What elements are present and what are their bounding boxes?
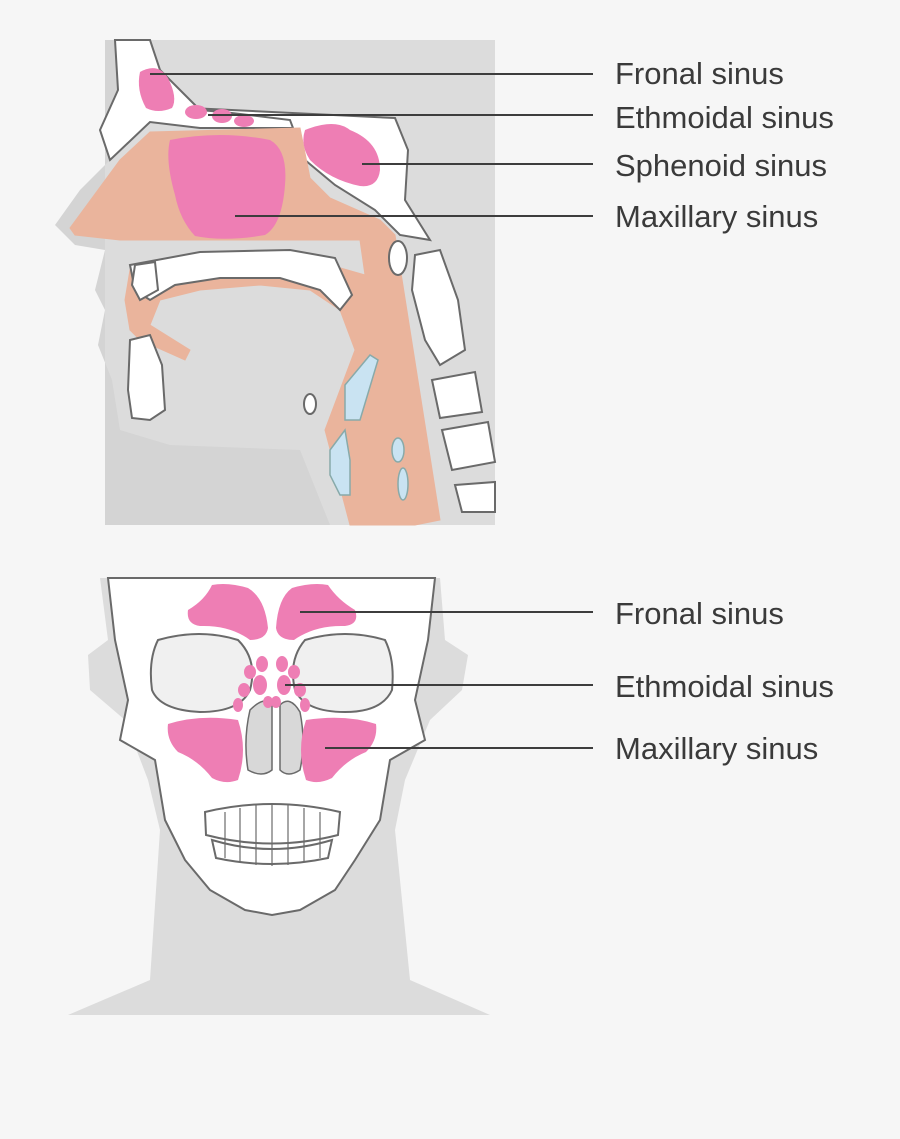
upper-incisor bbox=[130, 260, 160, 302]
label-frontal-sinus-front: Fronal sinus bbox=[615, 596, 784, 631]
hyoid-bone bbox=[303, 393, 317, 415]
ethmoidal-cell bbox=[233, 698, 243, 712]
trachea-ring-2 bbox=[397, 467, 409, 501]
vertebra-axis bbox=[410, 248, 467, 367]
ethmoidal-cell bbox=[294, 683, 306, 697]
teeth bbox=[203, 803, 342, 866]
ethmoidal-cell bbox=[256, 656, 268, 672]
frontal-sinus-sagittal bbox=[138, 68, 175, 111]
ethmoidal-cell bbox=[288, 665, 300, 679]
frontal-sinus-left bbox=[187, 584, 268, 640]
ethmoidal-cell bbox=[253, 675, 267, 695]
vertebra-atlas bbox=[388, 240, 408, 276]
label-maxillary-sinus-sagittal: Maxillary sinus bbox=[615, 199, 819, 234]
sagittal-view bbox=[55, 39, 593, 526]
frontal-view bbox=[68, 577, 593, 1015]
airway-upper bbox=[344, 354, 379, 421]
label-ethmoidal-sinus-sagittal: Ethmoidal sinus bbox=[615, 100, 834, 135]
ethmoidal-cell bbox=[244, 665, 256, 679]
maxillary-sinus-right bbox=[301, 717, 377, 783]
airway-lower bbox=[329, 428, 351, 496]
label-sphenoid-sinus: Sphenoid sinus bbox=[615, 148, 827, 183]
ethmoidal-sinus-sagittal-3 bbox=[234, 115, 254, 127]
ethmoidal-cell bbox=[276, 656, 288, 672]
sphenoid-sinus bbox=[303, 124, 380, 187]
vertebra-c5 bbox=[453, 480, 496, 513]
label-maxillary-sinus-front: Maxillary sinus bbox=[615, 731, 819, 766]
label-frontal-sinus-sagittal: Fronal sinus bbox=[615, 56, 784, 91]
label-ethmoidal-sinus-front: Ethmoidal sinus bbox=[615, 669, 834, 704]
vertebra-c3 bbox=[430, 370, 484, 420]
vertebra-c4 bbox=[440, 420, 497, 472]
ethmoidal-cell bbox=[271, 696, 281, 708]
maxillary-sinus-sagittal bbox=[168, 135, 286, 239]
ethmoidal-cell bbox=[263, 696, 273, 708]
ethmoidal-sinus-sagittal-1 bbox=[185, 105, 207, 119]
ethmoidal-cell bbox=[238, 683, 250, 697]
hard-palate bbox=[128, 248, 354, 312]
mandible-front bbox=[126, 333, 167, 422]
maxillary-sinus-left bbox=[167, 717, 243, 783]
ethmoidal-cell bbox=[300, 698, 310, 712]
ethmoidal-cell bbox=[277, 675, 291, 695]
nasal-soft-tissue bbox=[69, 127, 441, 526]
face-silhouette bbox=[55, 40, 330, 525]
nasal-cavity-right bbox=[279, 700, 304, 775]
ethmoidal-cells bbox=[233, 656, 310, 712]
nasal-cavity-left bbox=[245, 700, 273, 775]
trachea-ring-1 bbox=[391, 437, 405, 463]
